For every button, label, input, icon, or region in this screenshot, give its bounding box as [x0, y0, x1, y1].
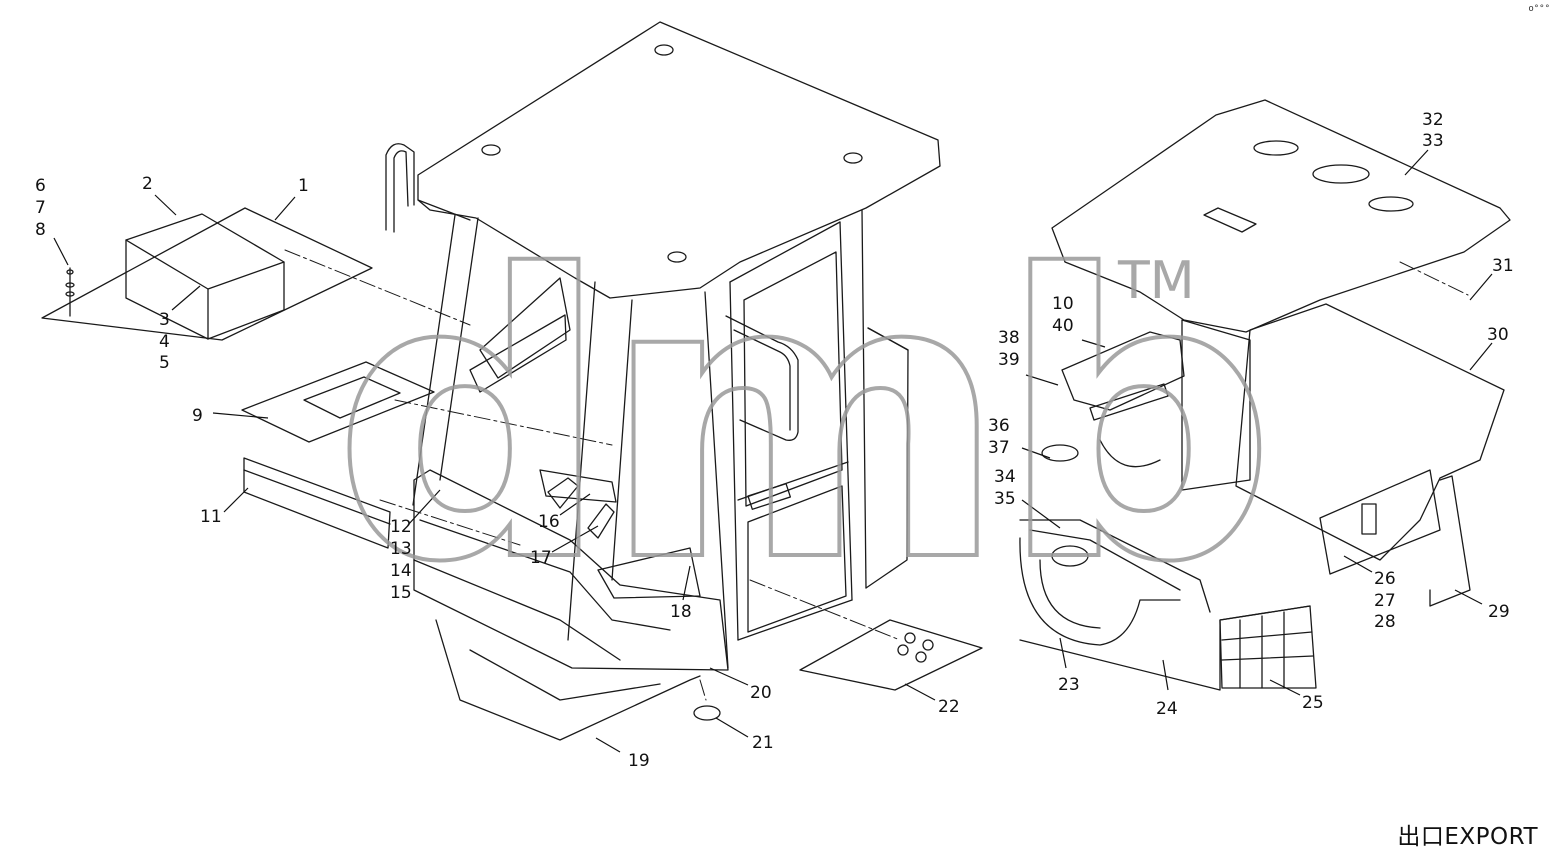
callout-25: 25 [1302, 693, 1324, 713]
part-29-bracket [1429, 475, 1471, 607]
callout-23: 23 [1058, 675, 1080, 695]
callout-26: 26 [1374, 569, 1396, 589]
callout-16: 16 [538, 512, 560, 532]
callout-20: 20 [750, 683, 772, 703]
part-18-console [539, 469, 701, 599]
callout-36: 36 [988, 416, 1010, 436]
callout-17: 17 [530, 548, 552, 568]
callout-3: 3 [159, 310, 170, 330]
part-25-mat [1219, 605, 1317, 689]
part-10-duct [1041, 331, 1185, 468]
part-cab-frame [412, 209, 909, 669]
corner-mark: o°°° [1528, 4, 1550, 14]
callout-37: 37 [988, 438, 1010, 458]
callout-12: 12 [390, 517, 412, 537]
part-1-mat [41, 207, 373, 341]
callout-10: 10 [1052, 294, 1074, 314]
leader-lines [53, 149, 1493, 753]
callout-5: 5 [159, 353, 170, 373]
part-11-front-strip [243, 457, 391, 549]
callout-1: 1 [298, 176, 309, 196]
part-30-back-wall [1181, 303, 1505, 561]
part-21-plug [693, 705, 721, 721]
callout-35: 35 [994, 489, 1016, 509]
part-16-pedals [547, 477, 615, 539]
callout-28: 28 [1374, 612, 1396, 632]
part-handrail-left [385, 143, 415, 233]
callout-34: 34 [994, 467, 1016, 487]
part-rear-window [469, 277, 571, 393]
watermark-trademark: TM [1117, 251, 1195, 311]
part-handrail-right [725, 315, 799, 441]
callout-6: 6 [35, 176, 46, 196]
callout-32: 32 [1422, 110, 1444, 130]
callout-29: 29 [1488, 602, 1510, 622]
part-cab-door [743, 251, 847, 633]
part-23-hose [1019, 537, 1181, 646]
part-6-8-fasteners [65, 267, 75, 317]
callout-27: 27 [1374, 591, 1396, 611]
callout-13: 13 [390, 539, 412, 559]
watermark-logo: dmb [332, 193, 1267, 647]
part-32-headliner [1051, 99, 1511, 333]
export-label: 出口EXPORT [1397, 824, 1538, 850]
callout-24: 24 [1156, 699, 1178, 719]
callout-21: 21 [752, 733, 774, 753]
callout-33: 33 [1422, 131, 1444, 151]
callout-39: 39 [998, 350, 1020, 370]
part-2-electrical-box [125, 213, 285, 340]
callout-8: 8 [35, 220, 46, 240]
callout-18: 18 [670, 602, 692, 622]
part-22-plate [799, 619, 983, 691]
callout-2: 2 [142, 174, 153, 194]
callouts: 6 7 8 2 1 3 4 5 9 11 12 13 14 15 16 17 1… [35, 110, 1514, 771]
callout-22: 22 [938, 697, 960, 717]
part-26-switch-panel [1319, 469, 1441, 575]
callout-40: 40 [1052, 316, 1074, 336]
part-9-floor-plate [241, 361, 435, 443]
callout-19: 19 [628, 751, 650, 771]
part-19-bottom-floor [435, 619, 701, 741]
callout-11: 11 [200, 507, 222, 527]
callout-30: 30 [1487, 325, 1509, 345]
callout-31: 31 [1492, 256, 1514, 276]
watermark: dmb TM [330, 191, 1279, 649]
callout-9: 9 [192, 406, 203, 426]
part-20-lower-panel [413, 469, 729, 671]
part-cab-roof [417, 21, 941, 299]
callout-38: 38 [998, 328, 1020, 348]
callout-7: 7 [35, 198, 46, 218]
callout-14: 14 [390, 561, 412, 581]
callout-15: 15 [390, 583, 412, 603]
callout-4: 4 [159, 332, 170, 352]
assembly-lines [284, 249, 1469, 701]
